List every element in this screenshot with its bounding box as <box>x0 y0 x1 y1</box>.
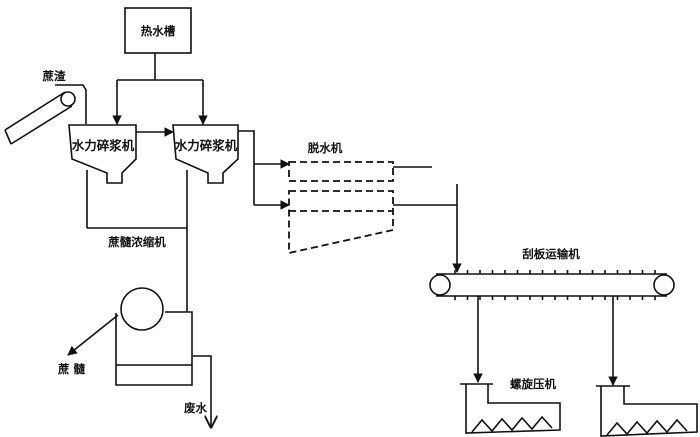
hydraulic-pulper-1: 水力碎浆机 <box>68 124 137 184</box>
hot-water-pipes <box>112 53 208 125</box>
pith-label: 蔗 髓 <box>57 362 86 376</box>
screw-press-label: 螺旋压机 <box>510 377 556 391</box>
waste-water-label: 废水 <box>184 401 207 415</box>
dewatering-machine-label: 脱水机 <box>308 141 343 155</box>
pith-thickener-label: 蔗髓浓缩机 <box>107 235 166 249</box>
scraper-conveyor: 刮板运输机 <box>429 247 675 300</box>
conveyor-to-screw-press <box>473 296 618 386</box>
scraper-conveyor-label: 刮板运输机 <box>522 247 580 261</box>
dewatering-machine: 脱水机 <box>288 141 462 273</box>
bagasse-label: 蔗渣 <box>42 69 66 83</box>
hot-water-tank-label: 热水槽 <box>141 24 176 38</box>
pulper-1-label: 水力碎浆机 <box>72 138 135 153</box>
hydraulic-pulper-2: 水力碎浆机 <box>172 124 239 184</box>
pith-thickener-lines: 蔗髓浓缩机 <box>86 170 188 312</box>
screw-press-2 <box>596 385 698 437</box>
screw-press-1: 螺旋压机 <box>460 377 561 434</box>
bagasse-inlet-conveyor: 蔗渣 <box>4 69 87 145</box>
hot-water-tank: 热水槽 <box>124 7 192 54</box>
pulper-2-label: 水力碎浆机 <box>175 138 238 153</box>
pith-thickener-unit: 蔗 髓 废水 <box>57 287 211 427</box>
pulper-2-outlet <box>238 130 290 210</box>
